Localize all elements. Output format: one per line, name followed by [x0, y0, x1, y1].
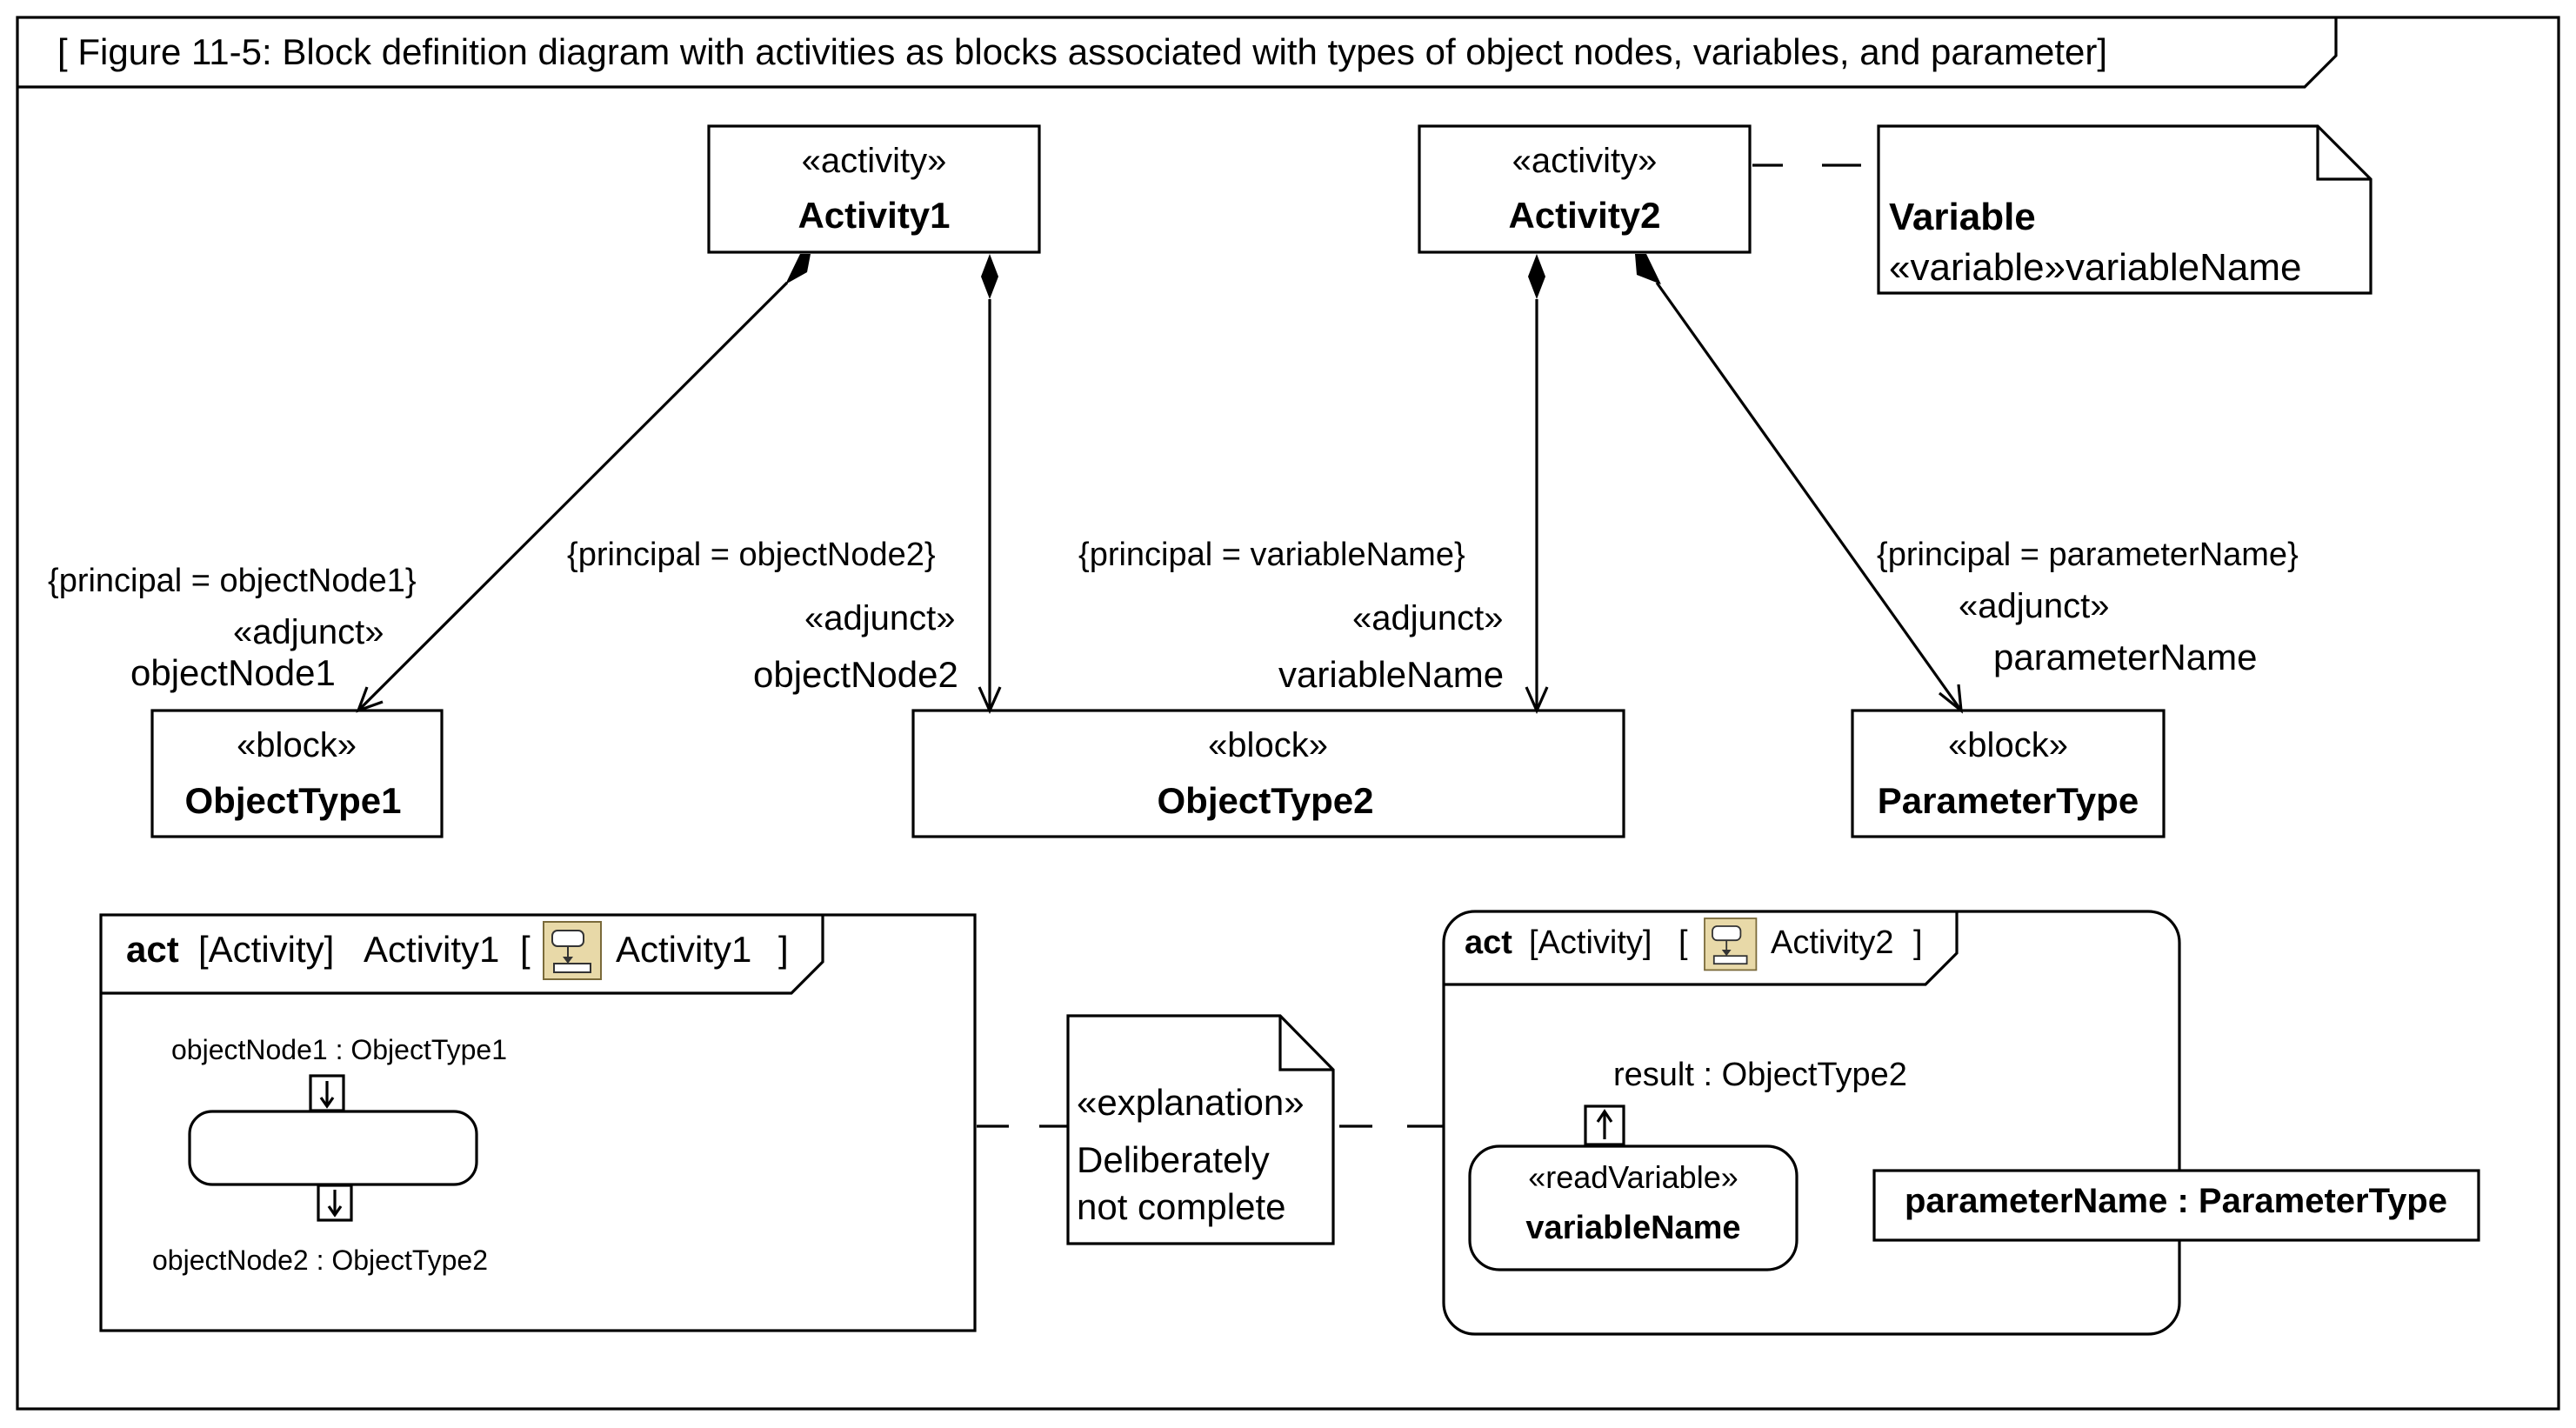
- output-pin[interactable]: [317, 1184, 353, 1222]
- act1-pin-in-label: objectNode1 : ObjectType1: [171, 1034, 507, 1065]
- parameter-node[interactable]: parameterName : ParameterType: [1872, 1169, 2480, 1242]
- variable-note-text: «variable»variableName: [1889, 246, 2301, 289]
- association-activity2-parametertype[interactable]: {principal = parameterName} «adjunct» pa…: [1635, 254, 2299, 714]
- association2-constraint: {principal = objectNode2}: [567, 537, 936, 573]
- association3-constraint: {principal = variableName}: [1078, 537, 1465, 573]
- explanation-line1: Deliberately: [1077, 1139, 1270, 1180]
- read-variable-name: variableName: [1525, 1210, 1740, 1246]
- diagram-frame: [ Figure 11-5: Block definition diagram …: [16, 16, 2560, 1411]
- result-output-pin[interactable]: [1584, 1104, 1625, 1146]
- association-activity2-objecttype2[interactable]: {principal = variableName} «adjunct» var…: [1078, 254, 1549, 714]
- objecttype2-name: ObjectType2: [1158, 780, 1374, 821]
- association2-stereotype: «adjunct»: [804, 599, 955, 637]
- activity1-block[interactable]: «activity» Activity1: [707, 124, 1041, 254]
- activity-diagram-icon: [1704, 918, 1758, 971]
- act1-bracket-close: ]: [778, 929, 789, 970]
- variable-note[interactable]: Variable «variable»variableName: [1752, 124, 2372, 295]
- association3-role: variableName: [1278, 654, 1504, 695]
- read-variable-stereotype: «readVariable»: [1528, 1159, 1738, 1195]
- activity1-name: Activity1: [797, 195, 950, 236]
- input-pin[interactable]: [309, 1074, 345, 1112]
- activity2-name: Activity2: [1508, 195, 1660, 236]
- association1-constraint: {principal = objectNode1}: [48, 563, 417, 599]
- act1-name: Activity1: [364, 929, 499, 970]
- parametertype-stereotype: «block»: [1948, 726, 2068, 764]
- association2-role: objectNode2: [753, 654, 958, 695]
- act1-bracket-open: [: [520, 929, 531, 970]
- act2-bracket-open: [: [1678, 924, 1688, 961]
- objecttype1-block[interactable]: «block» ObjectType1: [150, 709, 444, 838]
- objecttype1-stereotype: «block»: [237, 726, 357, 764]
- parametertype-name: ParameterType: [1878, 780, 2139, 821]
- explanation-stereotype: «explanation»: [1077, 1082, 1305, 1123]
- association4-constraint: {principal = parameterName}: [1877, 537, 2299, 573]
- association4-stereotype: «adjunct»: [1959, 587, 2109, 625]
- association3-stereotype: «adjunct»: [1352, 599, 1503, 637]
- act1-action-node[interactable]: [188, 1110, 478, 1186]
- act1-pin-out-label: objectNode2 : ObjectType2: [152, 1244, 488, 1276]
- association-activity1-objecttype2[interactable]: {principal = objectNode2} «adjunct» obje…: [567, 254, 1002, 714]
- act1-kind: [Activity]: [198, 929, 334, 970]
- act-activity1-frame[interactable]: act [Activity] Activity1 [ Activity1 ] o…: [99, 913, 977, 1332]
- act2-ref: Activity2: [1771, 924, 1893, 961]
- association-activity1-objecttype1[interactable]: {principal = objectNode1} «adjunct» obje…: [48, 254, 811, 713]
- parameter-node-label: parameterName : ParameterType: [1905, 1182, 2447, 1220]
- act1-ref: Activity1: [616, 929, 751, 970]
- act2-kind: [Activity]: [1529, 924, 1652, 961]
- objecttype2-block[interactable]: «block» ObjectType2: [911, 709, 1625, 838]
- objecttype2-stereotype: «block»: [1208, 726, 1328, 764]
- act1-keyword: act: [126, 929, 179, 970]
- explanation-note[interactable]: «explanation» Deliberately not complete: [977, 1014, 1444, 1245]
- parametertype-block[interactable]: «block» ParameterType: [1851, 709, 2166, 838]
- activity2-block[interactable]: «activity» Activity2: [1418, 124, 1752, 254]
- act2-bracket-close: ]: [1913, 924, 1923, 961]
- read-variable-action[interactable]: «readVariable» variableName: [1468, 1144, 1799, 1271]
- act-activity2-frame[interactable]: act [Activity] [ Activity2 ] result : Ob…: [1442, 910, 2480, 1336]
- association4-role: parameterName: [1993, 637, 2257, 677]
- activity2-stereotype: «activity»: [1512, 142, 1658, 180]
- activity-diagram-icon: [543, 921, 602, 980]
- association1-stereotype: «adjunct»: [233, 613, 384, 651]
- objecttype1-name: ObjectType1: [185, 780, 402, 821]
- act2-pin-out-label: result : ObjectType2: [1613, 1057, 1907, 1093]
- explanation-line2: not complete: [1077, 1186, 1285, 1227]
- variable-note-title: Variable: [1889, 196, 2036, 238]
- association1-role: objectNode1: [130, 652, 336, 693]
- act2-keyword: act: [1465, 924, 1512, 961]
- frame-title: [ Figure 11-5: Block definition diagram …: [57, 31, 2107, 72]
- activity1-stereotype: «activity»: [802, 142, 947, 180]
